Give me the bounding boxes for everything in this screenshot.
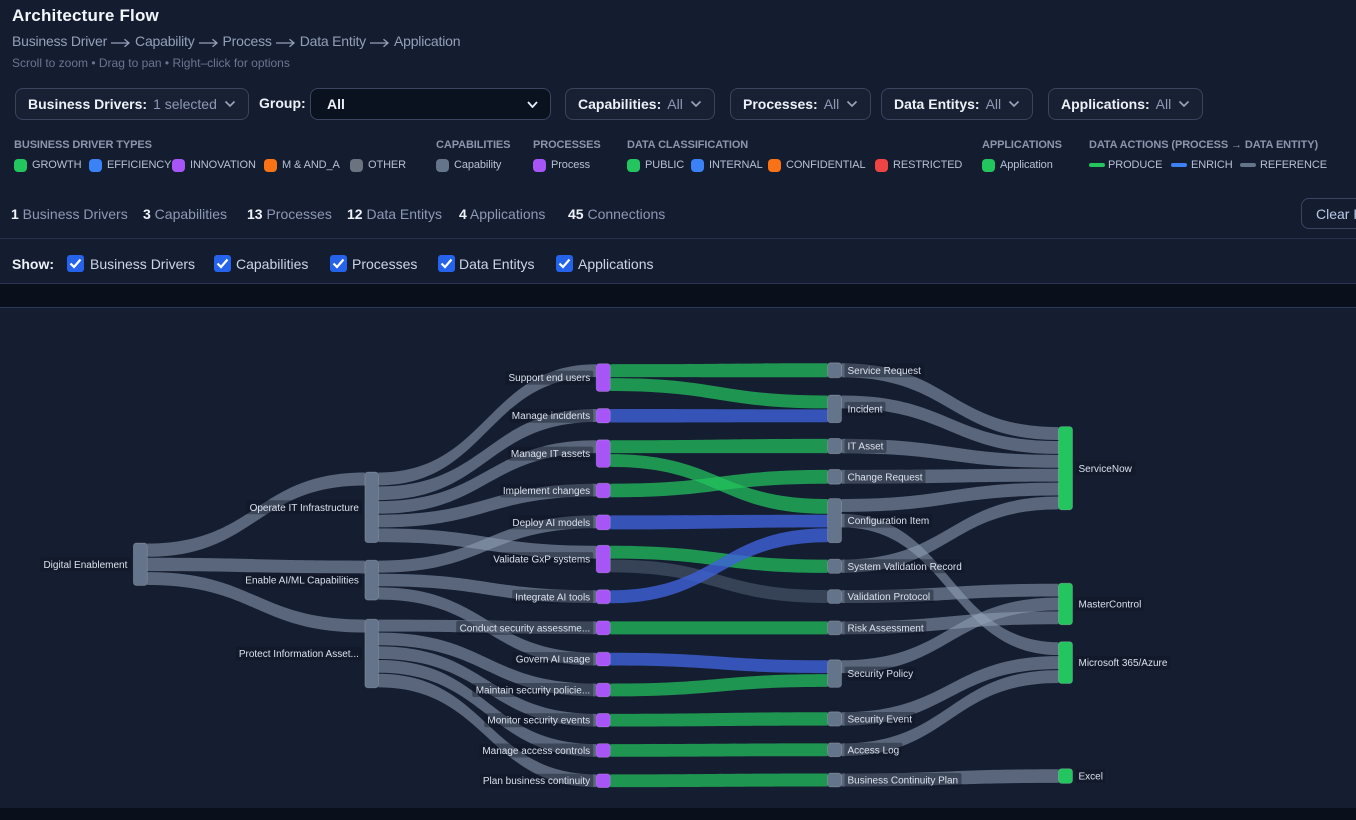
svg-text:Incident: Incident — [848, 404, 883, 415]
svg-text:Business Continuity Plan: Business Continuity Plan — [848, 776, 959, 787]
svg-text:Change Request: Change Request — [848, 472, 923, 483]
svg-text:System Validation Record: System Validation Record — [848, 562, 962, 573]
svg-text:Support end users: Support end users — [508, 373, 590, 384]
svg-text:Plan business continuity: Plan business continuity — [483, 776, 590, 787]
svg-text:ServiceNow: ServiceNow — [1079, 464, 1133, 475]
svg-text:Govern AI usage: Govern AI usage — [516, 655, 591, 666]
svg-text:Digital Enablement: Digital Enablement — [43, 560, 127, 571]
svg-text:Service Request: Service Request — [848, 366, 922, 377]
svg-text:Validate GxP systems: Validate GxP systems — [493, 555, 590, 566]
svg-text:Configuration Item: Configuration Item — [848, 516, 930, 527]
svg-text:Manage access controls: Manage access controls — [482, 746, 590, 757]
svg-text:Conduct security assessme...: Conduct security assessme... — [460, 623, 591, 634]
svg-text:Validation Protocol: Validation Protocol — [848, 592, 931, 603]
svg-text:Security Policy: Security Policy — [848, 669, 914, 680]
svg-text:MasterControl: MasterControl — [1079, 600, 1142, 611]
svg-text:Monitor security events: Monitor security events — [487, 716, 590, 727]
svg-text:Operate IT Infrastructure: Operate IT Infrastructure — [250, 503, 360, 514]
svg-text:Security Event: Security Event — [848, 715, 913, 726]
svg-text:Manage incidents: Manage incidents — [512, 411, 590, 422]
svg-text:Access Log: Access Log — [848, 745, 900, 756]
svg-text:Integrate AI tools: Integrate AI tools — [515, 592, 590, 603]
svg-text:Deploy AI models: Deploy AI models — [512, 518, 590, 529]
svg-text:IT Asset: IT Asset — [848, 442, 884, 453]
svg-text:Manage IT assets: Manage IT assets — [511, 449, 590, 460]
svg-text:Enable AI/ML Capabilities: Enable AI/ML Capabilities — [245, 576, 359, 587]
svg-text:Implement changes: Implement changes — [503, 486, 590, 497]
svg-text:Excel: Excel — [1079, 772, 1103, 783]
svg-text:Protect Information Asset...: Protect Information Asset... — [239, 649, 359, 660]
svg-text:Microsoft 365/Azure: Microsoft 365/Azure — [1079, 658, 1168, 669]
svg-text:Maintain security policie...: Maintain security policie... — [476, 686, 591, 697]
svg-text:Risk Assessment: Risk Assessment — [848, 623, 924, 634]
